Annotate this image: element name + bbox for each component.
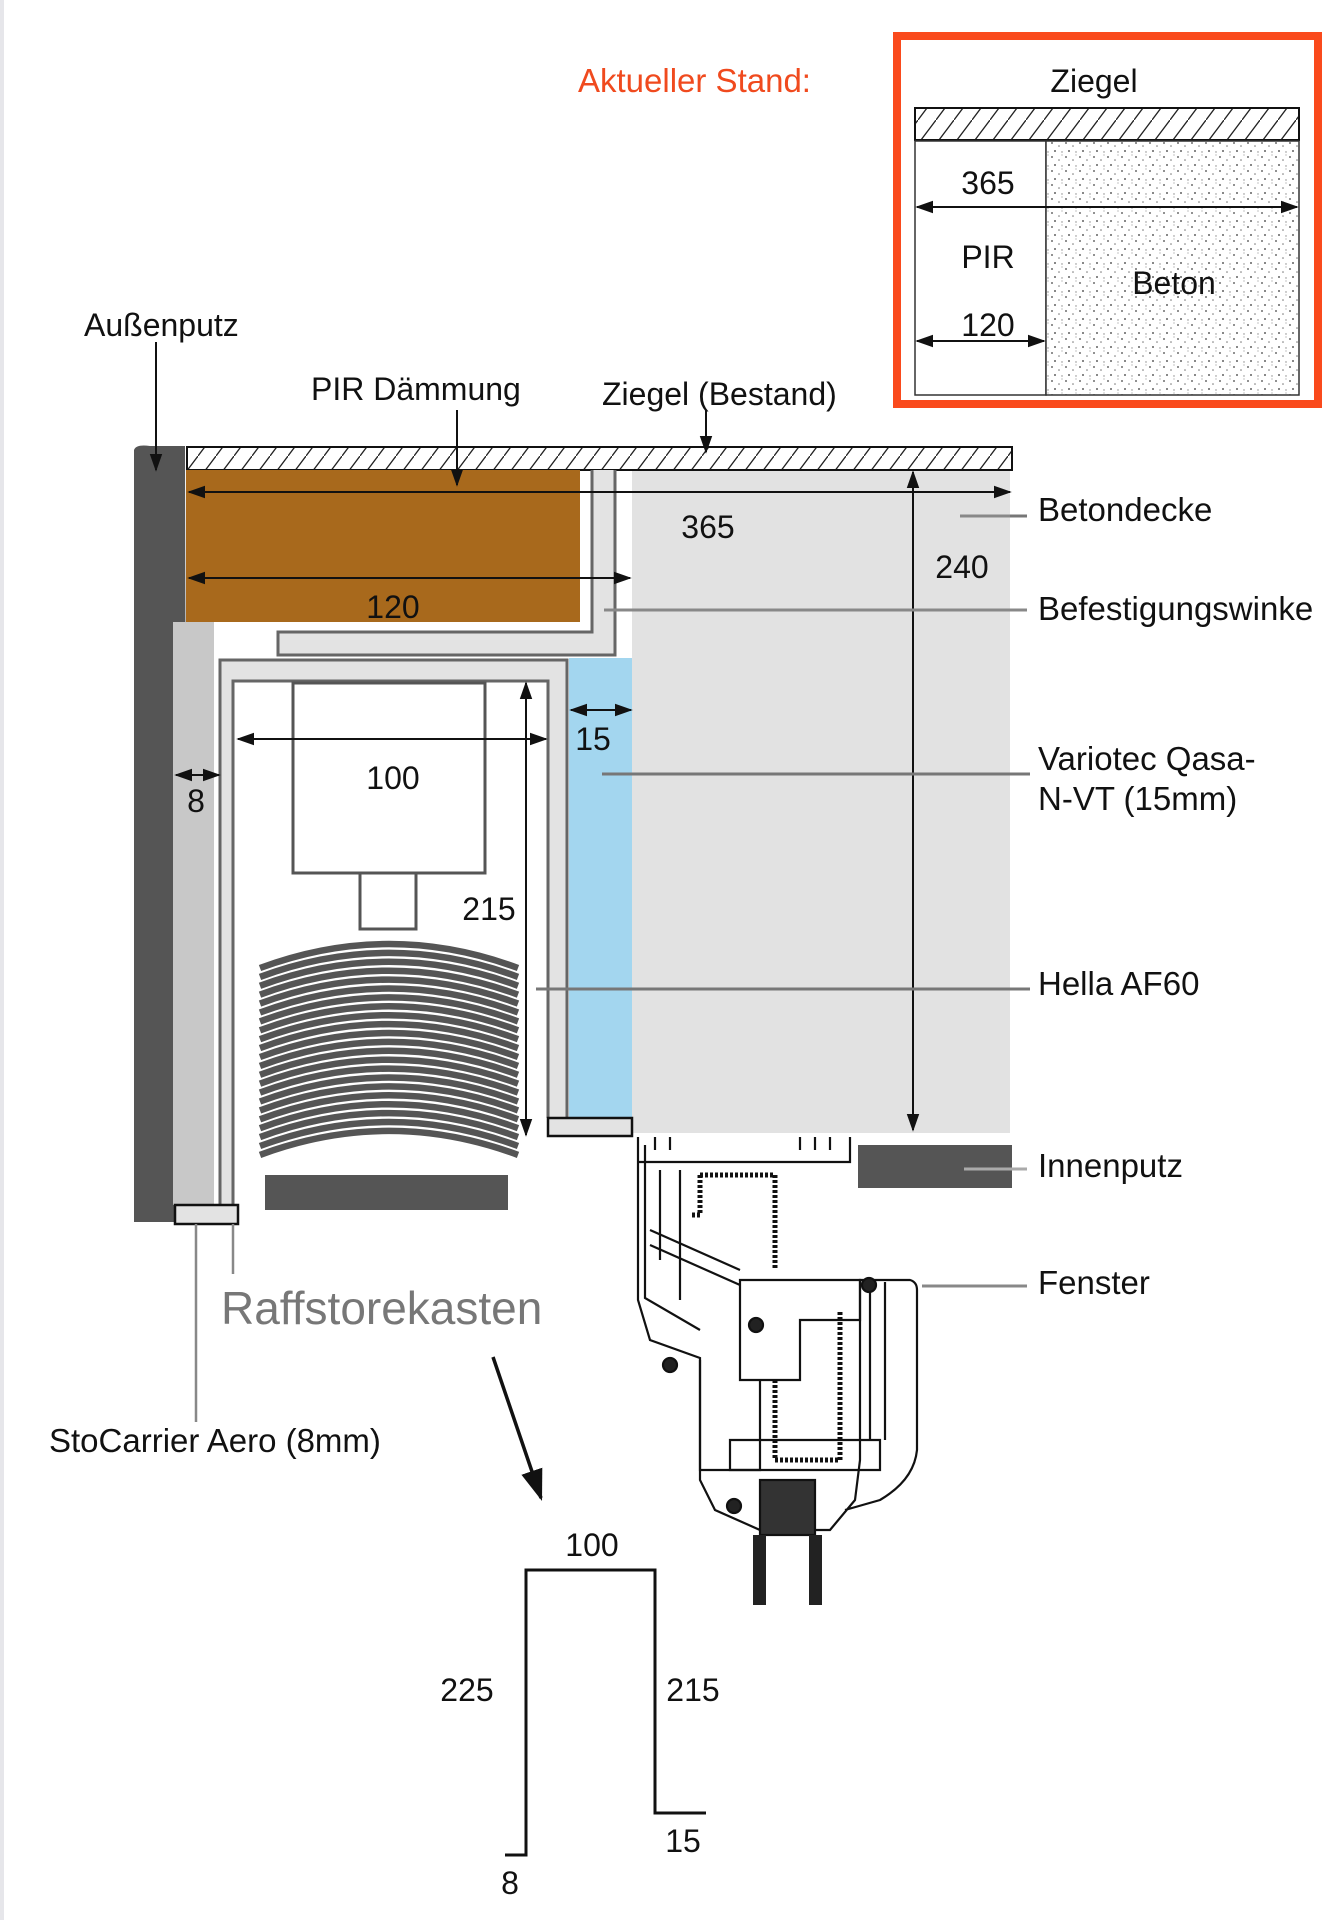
box-foot-right — [546, 1116, 634, 1138]
inset-label-ziegel: Ziegel — [1050, 63, 1137, 99]
dim-240-label: 240 — [935, 549, 988, 585]
slat — [258, 1012, 520, 1043]
slat — [258, 1038, 520, 1069]
slat — [258, 1003, 520, 1034]
inset-label-beton: Beton — [1132, 265, 1216, 301]
slat — [258, 1020, 520, 1052]
bracket-fill — [278, 470, 615, 655]
slat — [258, 949, 520, 980]
raffstore-bottom-bar — [265, 1175, 508, 1210]
ziegel-layer — [186, 446, 1013, 471]
dim-15-label: 15 — [575, 721, 611, 757]
inset-dim-365: 365 — [961, 165, 1014, 201]
innenputz-layer — [858, 1145, 1012, 1188]
label-fenster: Fenster — [1038, 1264, 1150, 1301]
page-edge — [0, 0, 4, 1920]
inset-label-pir: PIR — [961, 239, 1014, 275]
slat — [258, 976, 520, 1007]
inset-pir-layer — [914, 140, 1047, 396]
box-foot-left — [173, 1203, 240, 1226]
inset-dim-120: 120 — [961, 307, 1014, 343]
label-pir: PIR Dämmung — [311, 371, 521, 407]
profile-label-left: 225 — [440, 1672, 493, 1708]
profile-label-foot-right: 15 — [665, 1823, 701, 1859]
label-innenputz: Innenputz — [1038, 1147, 1183, 1184]
betondecke-block — [632, 470, 1010, 1133]
slat — [258, 985, 520, 1016]
label-ziegel: Ziegel (Bestand) — [602, 376, 837, 412]
profile-label-top: 100 — [565, 1527, 618, 1563]
slat — [258, 1029, 520, 1061]
slat — [258, 1118, 520, 1150]
raffstore-box-outer — [218, 658, 569, 1205]
motor-shaft — [358, 871, 418, 931]
slat — [258, 1074, 520, 1105]
slat — [258, 994, 520, 1025]
raffstore-slats — [258, 940, 520, 1158]
slat — [258, 940, 520, 972]
slat — [258, 1056, 520, 1087]
dim-100-label: 100 — [366, 760, 419, 796]
slat — [258, 1101, 520, 1132]
raffstore-box-inner — [231, 679, 550, 1205]
slat — [258, 1083, 520, 1114]
befestigungswinkel — [276, 470, 617, 657]
profile-label-foot-left: 8 — [501, 1865, 519, 1901]
inset-ziegel-layer — [914, 107, 1300, 141]
raffstore-box-fill — [220, 660, 632, 1205]
arrow-to-profile — [491, 1356, 543, 1501]
slat — [258, 958, 520, 989]
label-betondecke: Betondecke — [1038, 491, 1212, 528]
inset-beton-layer — [1045, 140, 1300, 396]
slat — [258, 1127, 520, 1158]
label-stocarrier: StoCarrier Aero (8mm) — [49, 1422, 381, 1459]
motor-housing — [291, 681, 487, 875]
dim-120-label: 120 — [366, 589, 419, 625]
slat — [258, 1065, 520, 1096]
sheet-profile — [505, 1568, 706, 1857]
label-hella: Hella AF60 — [1038, 965, 1199, 1002]
slat — [258, 1047, 520, 1078]
status-label: Aktueller Stand: — [578, 62, 811, 99]
dim-365-label: 365 — [681, 509, 734, 545]
slat — [258, 967, 520, 998]
window-profile — [636, 1137, 919, 1605]
variotec-strip — [569, 658, 632, 1118]
label-aussenputz: Außenputz — [84, 307, 239, 343]
dim-8-label: 8 — [187, 783, 205, 819]
stocarrier-panel — [173, 622, 214, 1205]
inset-current-state: Ziegel 365 PIR Beton 120 — [893, 32, 1322, 408]
label-variotec-line2: N-VT (15mm) — [1038, 780, 1237, 817]
label-raffstorekasten: Raffstorekasten — [221, 1282, 542, 1334]
label-variotec-line1: Variotec Qasa- — [1038, 740, 1256, 777]
slat — [258, 1092, 520, 1123]
slat — [258, 1109, 520, 1141]
profile-label-right: 215 — [666, 1672, 719, 1708]
dim-215-label: 215 — [462, 891, 515, 927]
label-befestigungswinkel: Befestigungswinke — [1038, 590, 1313, 627]
